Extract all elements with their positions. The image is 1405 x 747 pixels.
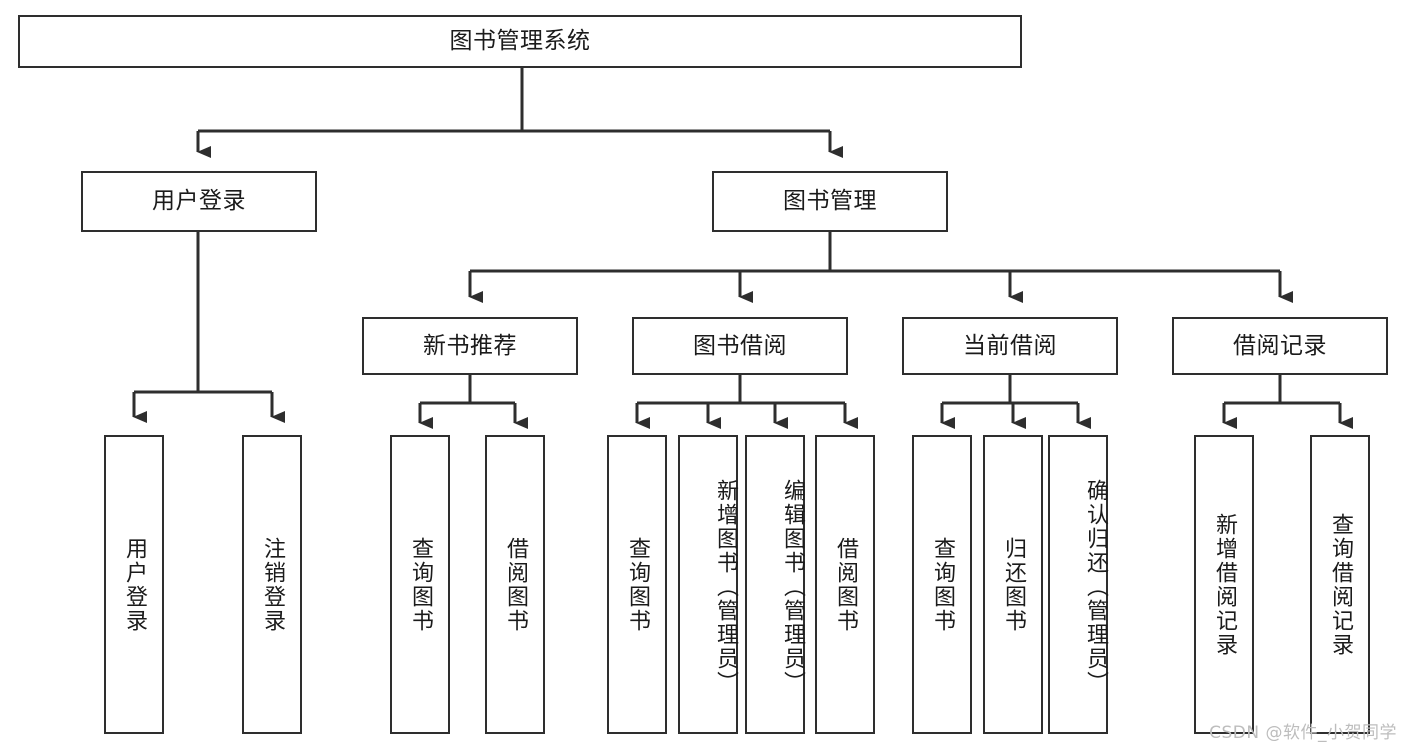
- node-leaf-query-record-label: 查询借阅记录: [1328, 512, 1353, 657]
- node-leaf-add-book-label: 新增图书（管理员）: [713, 478, 738, 695]
- node-leaf-query-book-2[interactable]: 查询图书: [607, 435, 667, 734]
- node-leaf-borrow-book-2-label: 借阅图书: [833, 536, 858, 633]
- node-new-book-rec-label: 新书推荐: [423, 332, 517, 359]
- watermark: CSDN @软件_小贺同学: [1209, 723, 1397, 743]
- node-user-login-label: 用户登录: [152, 188, 246, 215]
- node-leaf-borrow-book-2[interactable]: 借阅图书: [815, 435, 875, 734]
- node-root-label: 图书管理系统: [449, 28, 591, 55]
- node-new-book-rec[interactable]: 新书推荐: [362, 317, 578, 375]
- node-leaf-query-record[interactable]: 查询借阅记录: [1310, 435, 1370, 734]
- node-user-login[interactable]: 用户登录: [81, 171, 317, 232]
- node-leaf-query-book-1-label: 查询图书: [408, 536, 433, 633]
- node-leaf-logout-label: 注销登录: [260, 536, 285, 633]
- node-borrow-record-label: 借阅记录: [1233, 332, 1327, 359]
- node-book-borrow-label: 图书借阅: [693, 332, 787, 359]
- node-leaf-query-book-2-label: 查询图书: [625, 536, 650, 633]
- node-borrow-record[interactable]: 借阅记录: [1172, 317, 1388, 375]
- node-leaf-add-record[interactable]: 新增借阅记录: [1194, 435, 1254, 734]
- node-leaf-query-book-1[interactable]: 查询图书: [390, 435, 450, 734]
- node-book-borrow[interactable]: 图书借阅: [632, 317, 848, 375]
- node-leaf-add-book[interactable]: 新增图书（管理员）: [678, 435, 738, 734]
- node-leaf-edit-book-label: 编辑图书（管理员）: [780, 478, 805, 695]
- node-leaf-user-login[interactable]: 用户登录: [104, 435, 164, 734]
- node-root[interactable]: 图书管理系统: [18, 15, 1022, 68]
- node-leaf-confirm-return-label: 确认归还（管理员）: [1083, 478, 1108, 695]
- node-book-manage[interactable]: 图书管理: [712, 171, 948, 232]
- node-leaf-return-book-label: 归还图书: [1001, 536, 1026, 633]
- node-leaf-query-book-3[interactable]: 查询图书: [912, 435, 972, 734]
- node-leaf-query-book-3-label: 查询图书: [930, 536, 955, 633]
- node-current-borrow-label: 当前借阅: [963, 332, 1057, 359]
- node-leaf-confirm-return[interactable]: 确认归还（管理员）: [1048, 435, 1108, 734]
- node-leaf-borrow-book-1-label: 借阅图书: [503, 536, 528, 633]
- node-leaf-logout[interactable]: 注销登录: [242, 435, 302, 734]
- node-book-manage-label: 图书管理: [783, 188, 877, 215]
- node-leaf-edit-book[interactable]: 编辑图书（管理员）: [745, 435, 805, 734]
- node-leaf-return-book[interactable]: 归还图书: [983, 435, 1043, 734]
- node-current-borrow[interactable]: 当前借阅: [902, 317, 1118, 375]
- node-leaf-user-login-label: 用户登录: [122, 536, 147, 633]
- node-leaf-borrow-book-1[interactable]: 借阅图书: [485, 435, 545, 734]
- node-leaf-add-record-label: 新增借阅记录: [1212, 512, 1237, 657]
